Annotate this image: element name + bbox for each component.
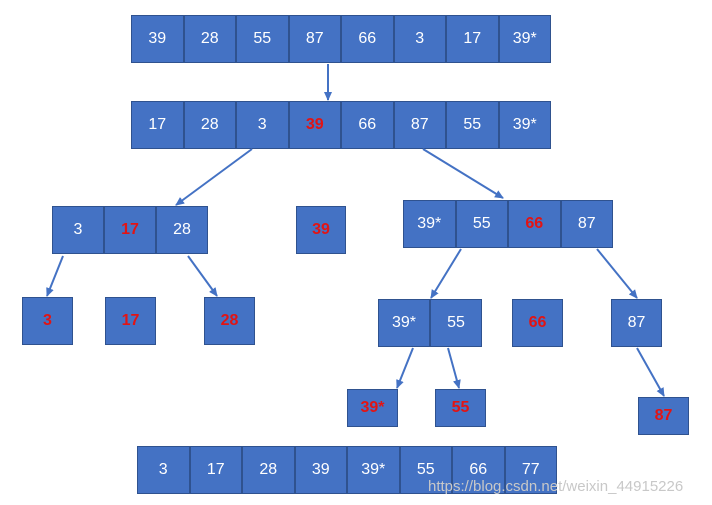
pivot-39-cell-0: 39 bbox=[296, 206, 346, 254]
left-sub-cell-1: 17 bbox=[104, 206, 156, 254]
row-partition1-cell-5: 87 bbox=[393, 101, 446, 149]
watermark-text: https://blog.csdn.net/weixin_44915226 bbox=[428, 478, 684, 495]
leaf-55-cell-0: 55 bbox=[435, 389, 486, 427]
row-partition1-cell-1: 28 bbox=[183, 101, 236, 149]
row-initial-cell-7: 39* bbox=[498, 15, 551, 63]
leaf-17-cell-0: 17 bbox=[105, 297, 156, 345]
row-initial-cell-6: 17 bbox=[446, 15, 499, 63]
row-initial-cell-1: 28 bbox=[183, 15, 236, 63]
row-result-cell-0: 3 bbox=[137, 446, 190, 494]
row-result-cell-2: 28 bbox=[242, 446, 295, 494]
row-result-cell-3: 39 bbox=[294, 446, 347, 494]
right-sub-cell-0: 39* bbox=[403, 200, 456, 248]
right-sub-cell-3: 87 bbox=[560, 200, 613, 248]
right-left-sub-cell-1: 55 bbox=[430, 299, 482, 347]
leaf-87-cell-0: 87 bbox=[638, 397, 689, 435]
right-sub-cell-1: 55 bbox=[455, 200, 508, 248]
left-sub-cell-0: 3 bbox=[52, 206, 104, 254]
row-initial-cell-4: 66 bbox=[341, 15, 394, 63]
row-result-cell-1: 17 bbox=[189, 446, 242, 494]
row-initial-cell-3: 87 bbox=[288, 15, 341, 63]
row-result-cell-4: 39* bbox=[347, 446, 400, 494]
right-left-sub-cell-0: 39* bbox=[378, 299, 430, 347]
row-result-cell-5: 55 bbox=[399, 446, 452, 494]
row-partition1-cell-3: 39 bbox=[288, 101, 341, 149]
row-partition1-cell-2: 3 bbox=[236, 101, 289, 149]
row-partition1-cell-7: 39* bbox=[498, 101, 551, 149]
right-sub-cell-2: 66 bbox=[508, 200, 561, 248]
left-sub-cell-2: 28 bbox=[156, 206, 208, 254]
row-partition1-cell-4: 66 bbox=[341, 101, 394, 149]
row-initial-cell-5: 3 bbox=[393, 15, 446, 63]
leaf-39star-cell-0: 39* bbox=[347, 389, 398, 427]
leaf-3-cell-0: 3 bbox=[22, 297, 73, 345]
leaf-28-cell-0: 28 bbox=[204, 297, 255, 345]
row-initial-cell-2: 55 bbox=[236, 15, 289, 63]
row-partition1-cell-0: 17 bbox=[131, 101, 184, 149]
row-partition1-cell-6: 55 bbox=[446, 101, 499, 149]
leaf-66-cell-0: 66 bbox=[512, 299, 563, 347]
node-87-cell-0: 87 bbox=[611, 299, 662, 347]
row-result-cell-6: 66 bbox=[452, 446, 505, 494]
row-result-cell-7: 77 bbox=[504, 446, 557, 494]
row-initial-cell-0: 39 bbox=[131, 15, 184, 63]
